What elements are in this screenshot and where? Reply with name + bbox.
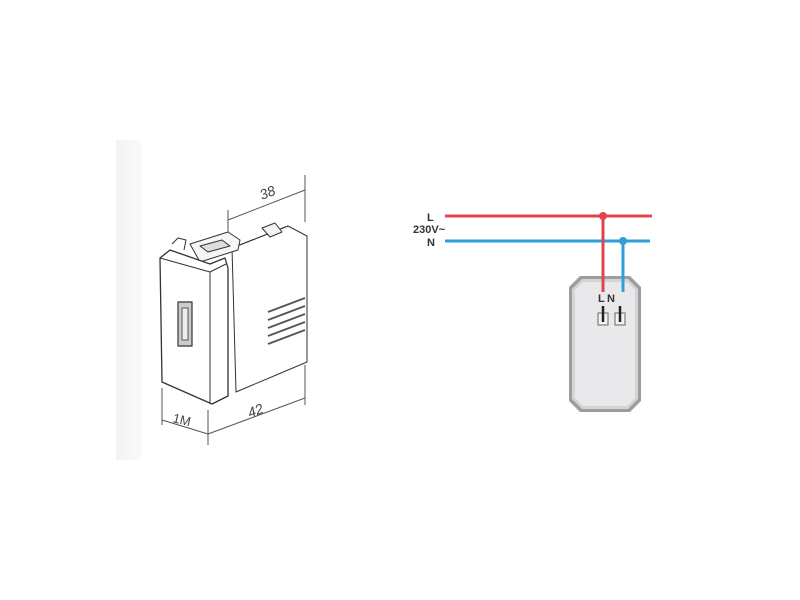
dimension-length: 42 xyxy=(245,400,266,421)
terminal-N-label: N xyxy=(607,293,615,305)
terminal-L-label: L xyxy=(598,293,605,305)
dimension-module: 1M xyxy=(171,410,192,429)
dimension-depth: 38 xyxy=(257,182,278,203)
neutral-junction-dot xyxy=(619,237,627,245)
voltage-label: 230V~ xyxy=(413,224,446,236)
background-panel xyxy=(116,140,142,460)
line-label: L xyxy=(427,212,434,224)
line-junction-dot xyxy=(599,212,607,220)
neutral-label: N xyxy=(427,237,435,249)
